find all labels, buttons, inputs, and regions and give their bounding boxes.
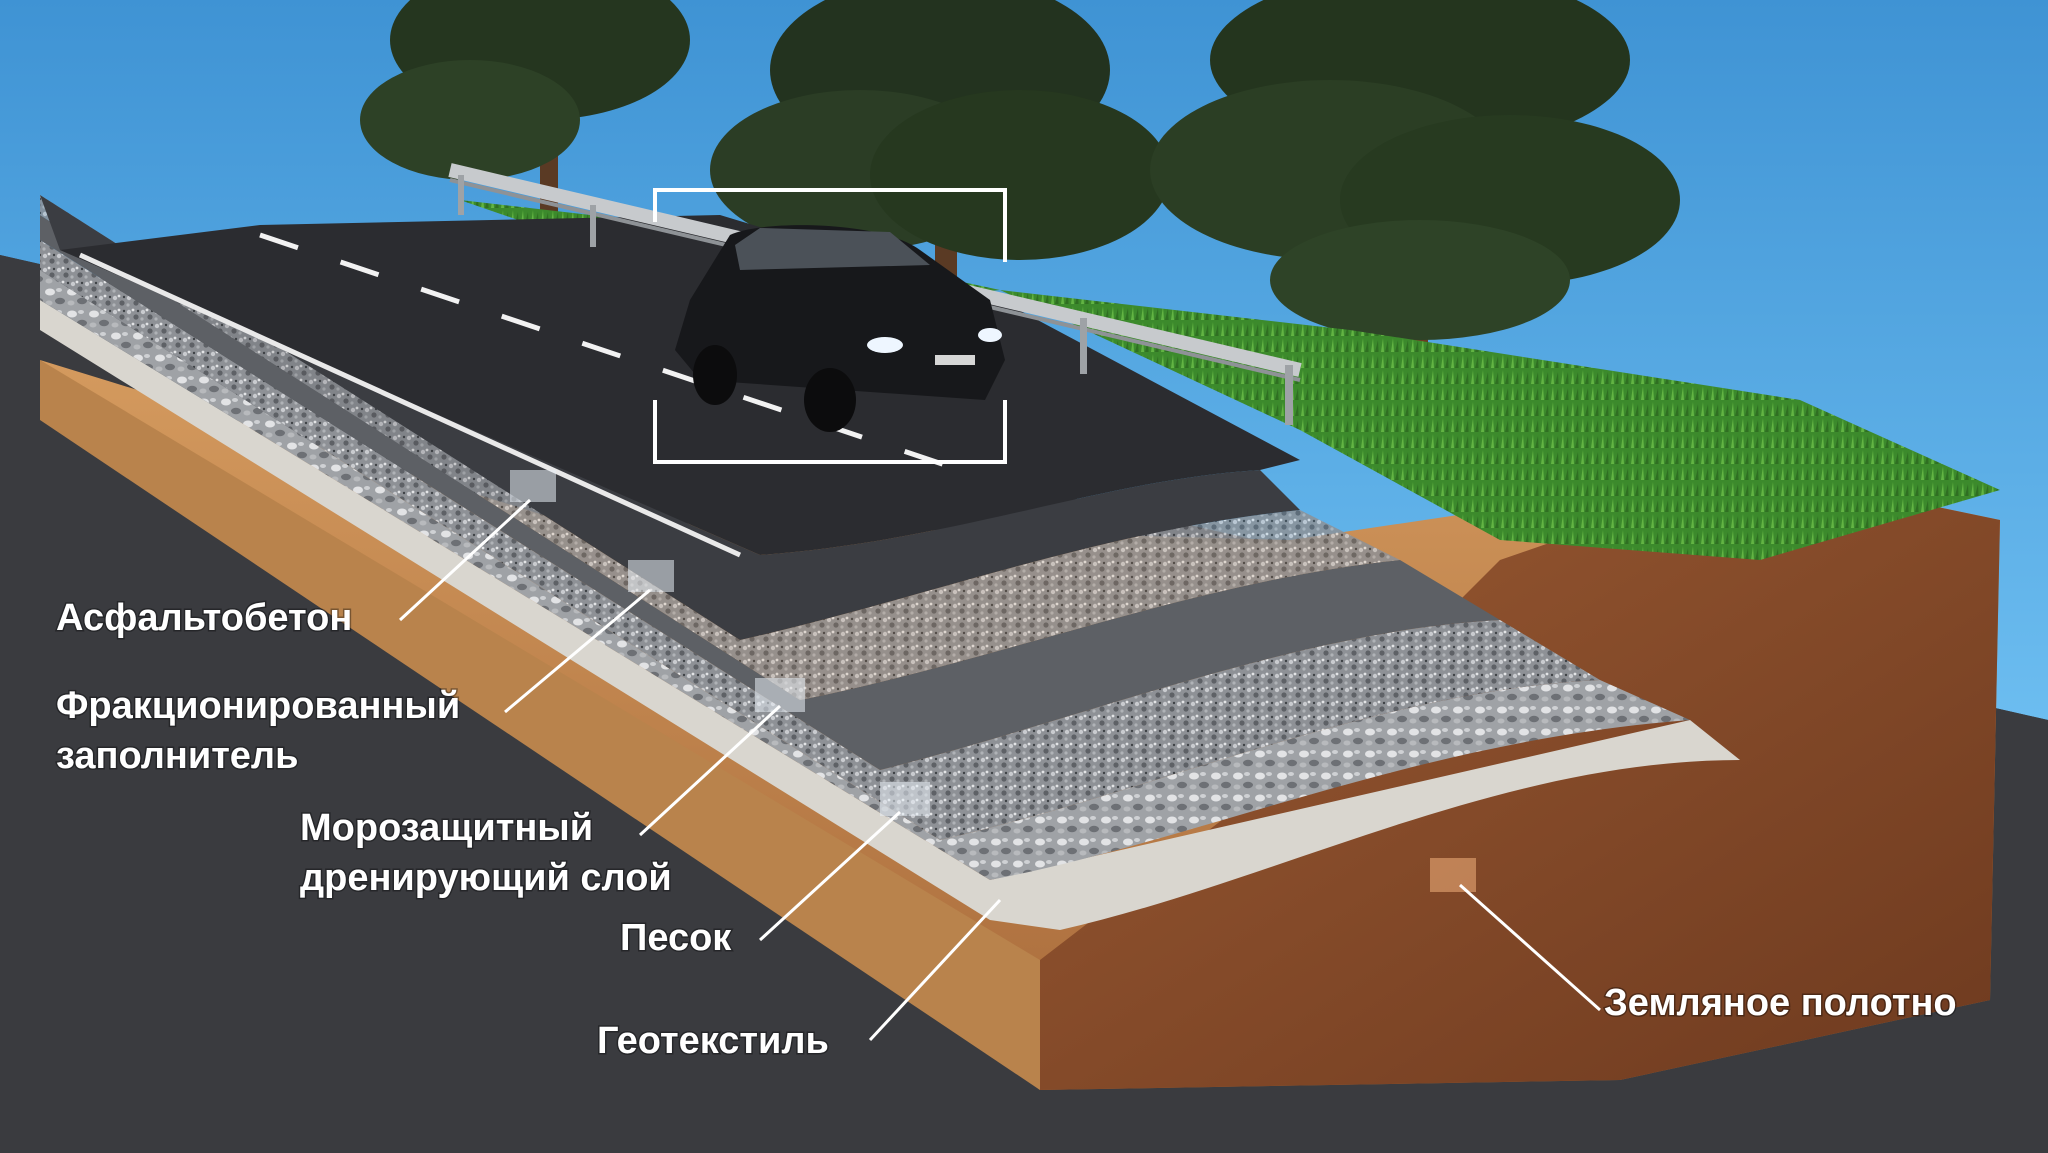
- label-aggregate-line2: заполнитель: [56, 735, 298, 777]
- label-frost-line1: Морозащитный: [300, 807, 593, 849]
- layer-frost-drainage: [40, 240, 1600, 840]
- subgrade-front: [40, 360, 1040, 1090]
- car-icon: [675, 225, 1005, 432]
- label-sand: Песок: [620, 917, 732, 959]
- label-subgrade: Земляное полотно: [1604, 982, 1957, 1024]
- layer-markers: [510, 470, 1476, 892]
- leader-lines: [398, 498, 1601, 1042]
- layer-asphalt: [40, 195, 1300, 640]
- tree-icon: [360, 0, 690, 220]
- tree-icon: [710, 0, 1170, 310]
- road-center-line: [259, 232, 961, 473]
- layer-aggregate: [40, 215, 1500, 770]
- layer-aggregate-fine: [40, 195, 1400, 700]
- label-asphalt: Асфальтобетон: [56, 597, 352, 639]
- label-geotextile: Геотекстиль: [597, 1020, 829, 1062]
- label-frost-line2: дренирующий слой: [300, 857, 672, 899]
- label-aggregate-line1: Фракционированный: [56, 685, 460, 727]
- road-edge-line: [78, 252, 742, 558]
- focus-frame: [653, 188, 1007, 464]
- tree-icon: [1150, 0, 1680, 420]
